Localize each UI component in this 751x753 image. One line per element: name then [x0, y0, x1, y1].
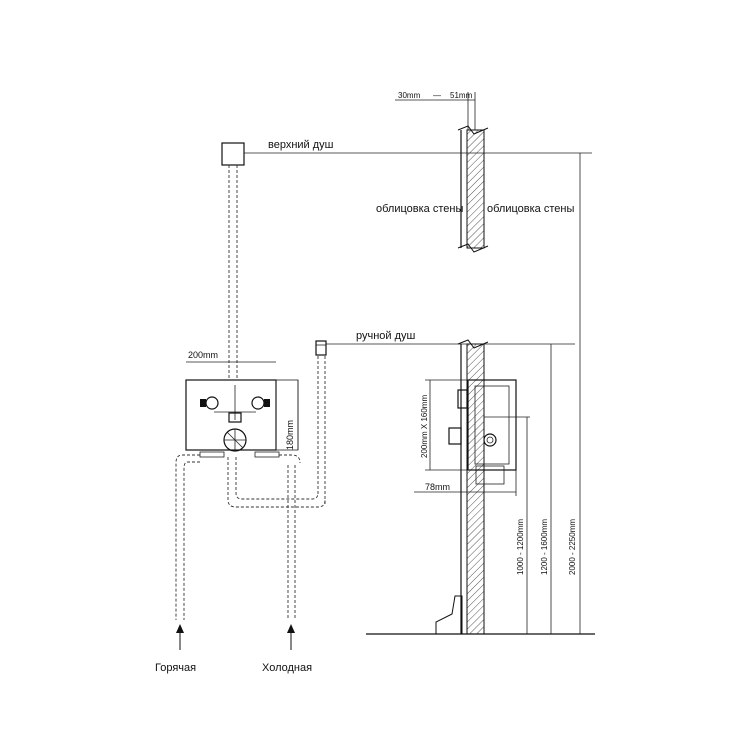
handle-section: [448, 427, 462, 445]
mixer-body-inner: [474, 385, 510, 465]
cold-label: Холодная: [262, 662, 312, 674]
outlet-right-icon: [251, 396, 265, 410]
supply-pipes: [175, 454, 326, 620]
lower-wall-hatch: [466, 343, 485, 635]
diverter-block: [228, 412, 242, 423]
inlet-stub-left: [199, 451, 225, 458]
hot-pipe-outer: [175, 454, 200, 620]
cold-arrow-icon: [287, 624, 295, 633]
hand-shower-loop-inner: [235, 457, 319, 500]
hot-label: Горячая: [155, 662, 196, 674]
top-shower-connector: [221, 142, 245, 166]
hand-shower-connector: [315, 340, 327, 356]
height-range-3-label: 2000 - 2250mm: [568, 519, 577, 575]
height-range-1-label: 1000 - 1200mm: [516, 519, 525, 575]
mixer-body-bottom: [475, 465, 505, 485]
top-shower: верхний душ: [221, 139, 592, 380]
height-label: 180mm: [285, 420, 295, 450]
cold-pipe-bend: [279, 454, 301, 464]
box-size-label: 200mm X 160mm: [420, 395, 429, 458]
hand-shower: ручной душ: [315, 330, 575, 505]
upper-wall-section: 30mm — 51mm облицовка стены облицовка ст…: [376, 91, 574, 253]
inlet-arrows: Горячая Холодная: [155, 624, 312, 674]
shower-tray-section: [435, 595, 463, 634]
lower-wall-break-top: [457, 339, 489, 349]
thickness-min-label: 30mm: [398, 91, 421, 100]
top-shower-label: верхний душ: [268, 139, 334, 151]
side-section-view: 200mm X 160mm 78mm 1000 - 1200mm 1200 - …: [366, 153, 595, 635]
hand-shower-loop-outer: [227, 457, 326, 508]
thickness-dash-label: —: [433, 91, 441, 100]
outlet-left-icon: [205, 396, 219, 410]
outlet-fitting-section: [457, 389, 468, 409]
mixer-body-section: [467, 379, 517, 471]
hand-shower-label: ручной душ: [356, 330, 416, 342]
hot-arrow-icon: [176, 624, 184, 633]
depth-label: 78mm: [425, 482, 450, 492]
width-label: 200mm: [188, 350, 218, 360]
inlet-stub-right: [254, 451, 280, 458]
mixer-front-view: 200mm 180mm: [185, 350, 299, 458]
cartridge-section-icon: [483, 433, 497, 447]
mixer-box: [185, 379, 277, 451]
height-range-2-label: 1200 - 1600mm: [540, 519, 549, 575]
wall-finish-left-label: облицовка стены: [376, 203, 463, 215]
upper-wall-hatch: [466, 129, 485, 249]
upper-wall-break-top: [457, 125, 489, 135]
hot-pipe-inner: [183, 461, 200, 620]
outlet-right-cap-icon: [264, 399, 270, 407]
thickness-max-label: 51mm: [450, 91, 473, 100]
wall-finish-right-label: облицовка стены: [487, 203, 574, 215]
outlet-left-cap-icon: [200, 399, 206, 407]
cartridge-section-inner-icon: [486, 436, 494, 444]
upper-wall-break-bottom: [457, 243, 489, 253]
cartridge-handle: [226, 431, 244, 449]
